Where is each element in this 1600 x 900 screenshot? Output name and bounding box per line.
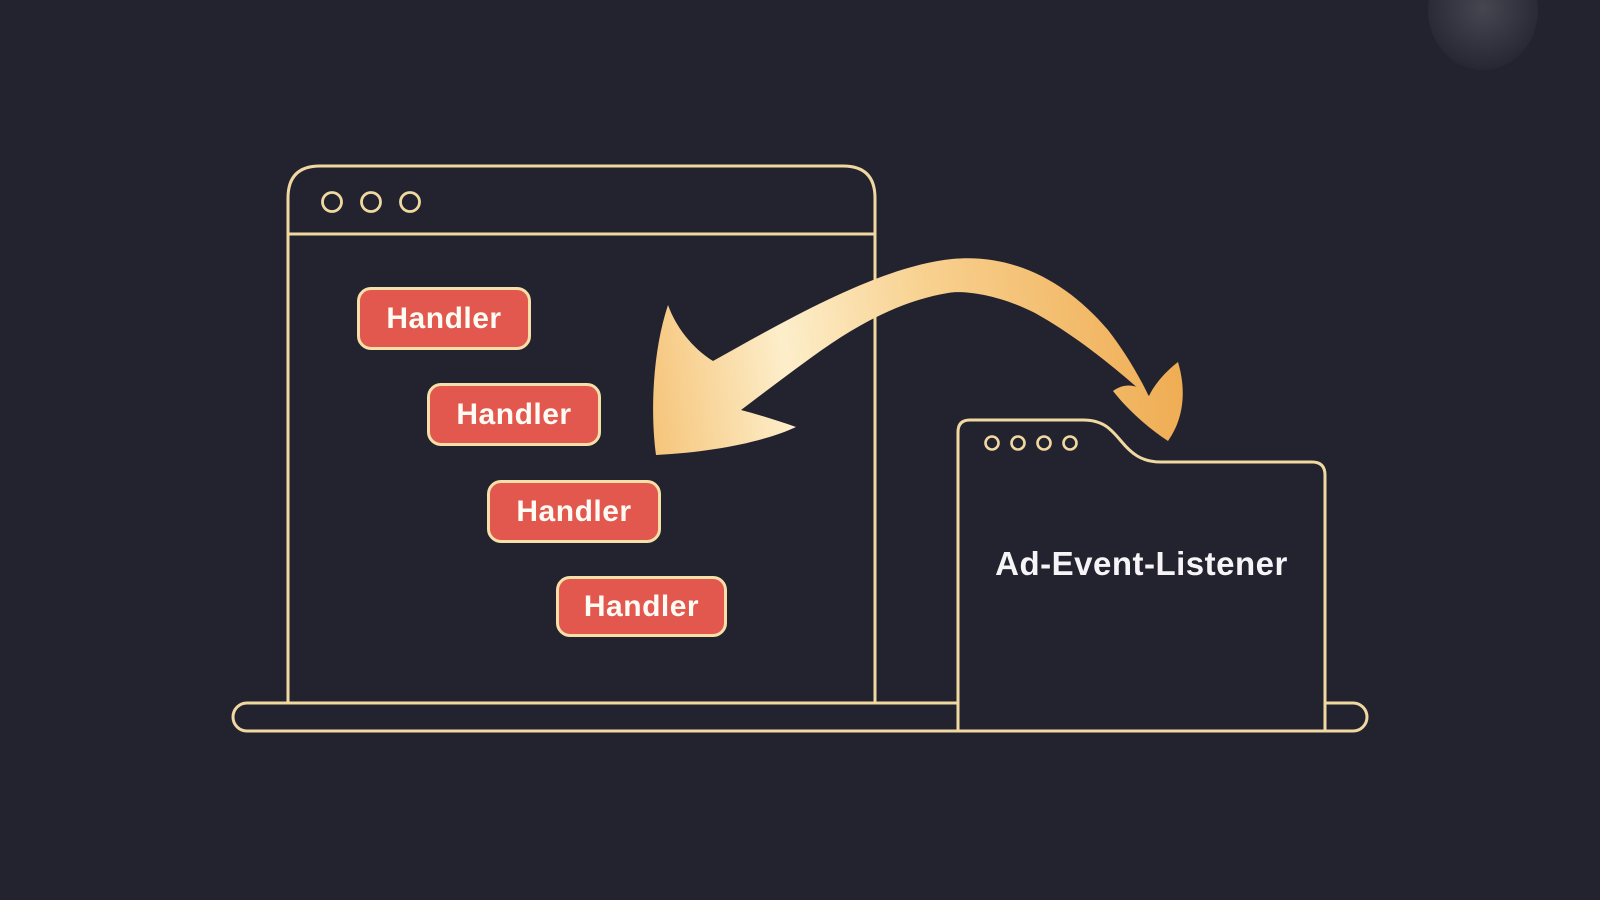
folder-tab-dot-icon bbox=[1062, 435, 1078, 451]
handler-badge-label: Handler bbox=[583, 589, 700, 623]
corner-glow-smudge bbox=[1428, 0, 1538, 70]
arrow-chevron-head-icon bbox=[1113, 362, 1183, 441]
handler-badge: Handler bbox=[357, 287, 531, 350]
window-control-dot-icon bbox=[399, 191, 421, 213]
curved-arrow bbox=[653, 258, 1150, 455]
folder-tab-dot-icon bbox=[1010, 435, 1026, 451]
handler-badge: Handler bbox=[427, 383, 601, 446]
folder-tab-dot-icon bbox=[984, 435, 1000, 451]
folder-tab-dot-icon bbox=[1036, 435, 1052, 451]
handler-badge-label: Handler bbox=[516, 494, 632, 528]
handler-badge: Handler bbox=[556, 576, 727, 637]
handler-badge-label: Handler bbox=[456, 397, 572, 431]
handler-badge-label: Handler bbox=[386, 301, 502, 335]
window-control-dot-icon bbox=[321, 191, 343, 213]
ad-event-listener-label: Ad-Event-Listener bbox=[995, 545, 1288, 582]
folder-outline bbox=[956, 418, 1327, 733]
window-control-dot-icon bbox=[360, 191, 382, 213]
handler-badge: Handler bbox=[487, 480, 661, 543]
